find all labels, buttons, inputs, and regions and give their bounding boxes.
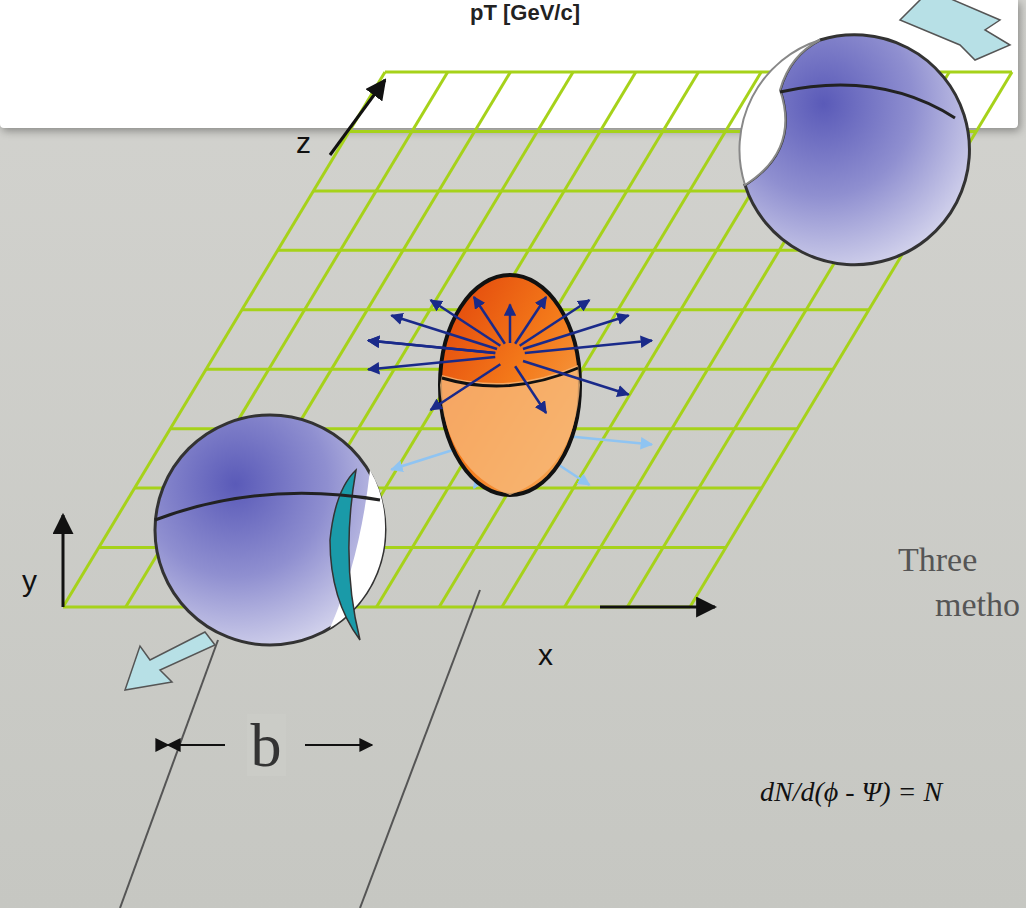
nucleus [739,0,1010,265]
flow-arrow [509,305,512,344]
label: z [296,128,311,158]
label: metho [935,588,1020,622]
flow-arrow [523,361,629,395]
grid-line [377,72,699,607]
flow-arrow [368,341,495,353]
flow-arrow [474,297,505,344]
flow-arrow [368,357,495,369]
label: x [538,640,553,670]
label: pT [GeV/c] [470,2,580,24]
label: dN/d(ϕ - Ψ) = N [760,778,942,806]
flow-arrow [525,341,652,353]
flow-arrow [515,297,546,344]
label: b [247,714,286,776]
grid-line [439,72,761,607]
nucleus [125,415,385,690]
label: Three [898,543,977,577]
flow-arrow [431,364,501,410]
flow-arrow [515,366,546,413]
label: y [22,566,37,596]
